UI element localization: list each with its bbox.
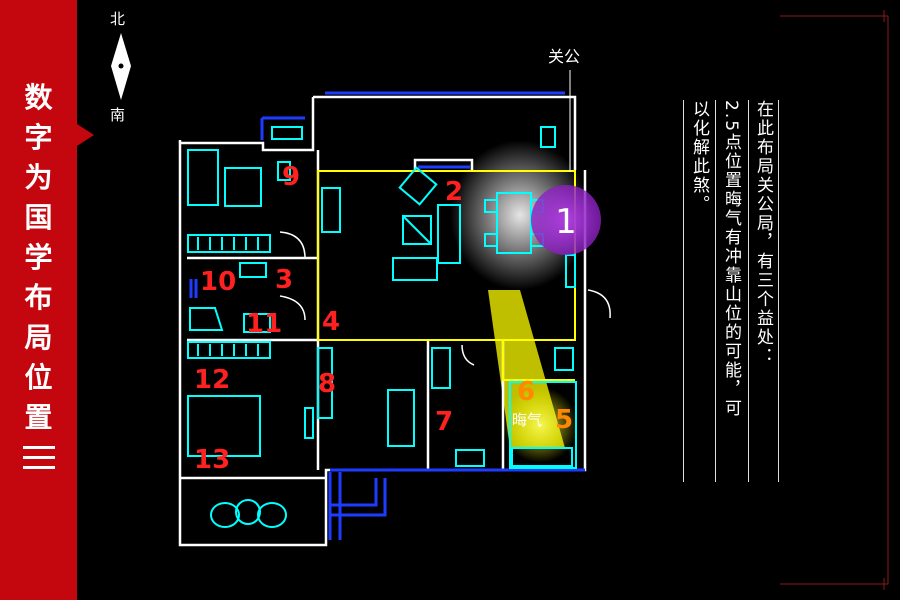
- position-number: 2: [445, 177, 463, 207]
- title-char: 局: [24, 321, 53, 354]
- note-divider: [715, 100, 716, 482]
- position-number: 4: [322, 307, 340, 337]
- note-column-2: 2.5点位置晦气有冲靠山位的可能，可: [721, 100, 741, 419]
- note-divider: [683, 100, 684, 482]
- title-char: 位: [24, 361, 53, 394]
- corner-decoration-icon: [780, 10, 889, 590]
- highlight-circle: [531, 185, 601, 255]
- position-number: 11: [246, 309, 282, 339]
- title-char: 布: [24, 281, 53, 314]
- position-numbers: 2 3 4 5 6 7 8 9 10 11 12 13: [194, 162, 573, 475]
- title-char: 为: [24, 161, 53, 194]
- door-label: 关公: [548, 47, 580, 66]
- highlight-number: 1: [555, 202, 577, 242]
- title-char: 置: [24, 401, 53, 434]
- title-char: 数: [24, 81, 53, 114]
- note-column-1: 在此布局关公局，有三个益处：: [753, 100, 773, 366]
- windows: [189, 91, 585, 540]
- position-number: 3: [275, 265, 293, 295]
- position-number: 10: [200, 267, 236, 297]
- position-number: 13: [194, 445, 230, 475]
- note-column-3: 以化解此煞。: [689, 100, 709, 214]
- door-arcs: [279, 231, 611, 366]
- compass-needle-icon: [111, 33, 131, 100]
- hui-glow: [502, 387, 578, 463]
- position-number: 12: [194, 365, 230, 395]
- note-divider: [778, 100, 779, 482]
- sidebar: 数 字 为 国 学 布 局 位 置: [0, 0, 77, 600]
- compass-north-label: 北: [110, 10, 126, 28]
- title-char: 字: [24, 121, 53, 154]
- sidebar-title: 数 字 为 国 学 布 局 位 置: [0, 78, 77, 474]
- position-number: 5: [555, 405, 573, 435]
- three-lines-icon: [22, 446, 55, 469]
- position-number: 8: [318, 369, 336, 399]
- hui-label: 晦气: [512, 411, 542, 429]
- sidebar-arrow: [77, 124, 94, 146]
- title-char: 国: [24, 201, 53, 234]
- compass-south-label: 南: [110, 106, 126, 124]
- position-number: 6: [517, 377, 535, 407]
- title-char: 学: [24, 241, 53, 274]
- position-number: 7: [435, 407, 453, 437]
- position-number: 9: [282, 162, 300, 192]
- note-divider: [748, 100, 749, 482]
